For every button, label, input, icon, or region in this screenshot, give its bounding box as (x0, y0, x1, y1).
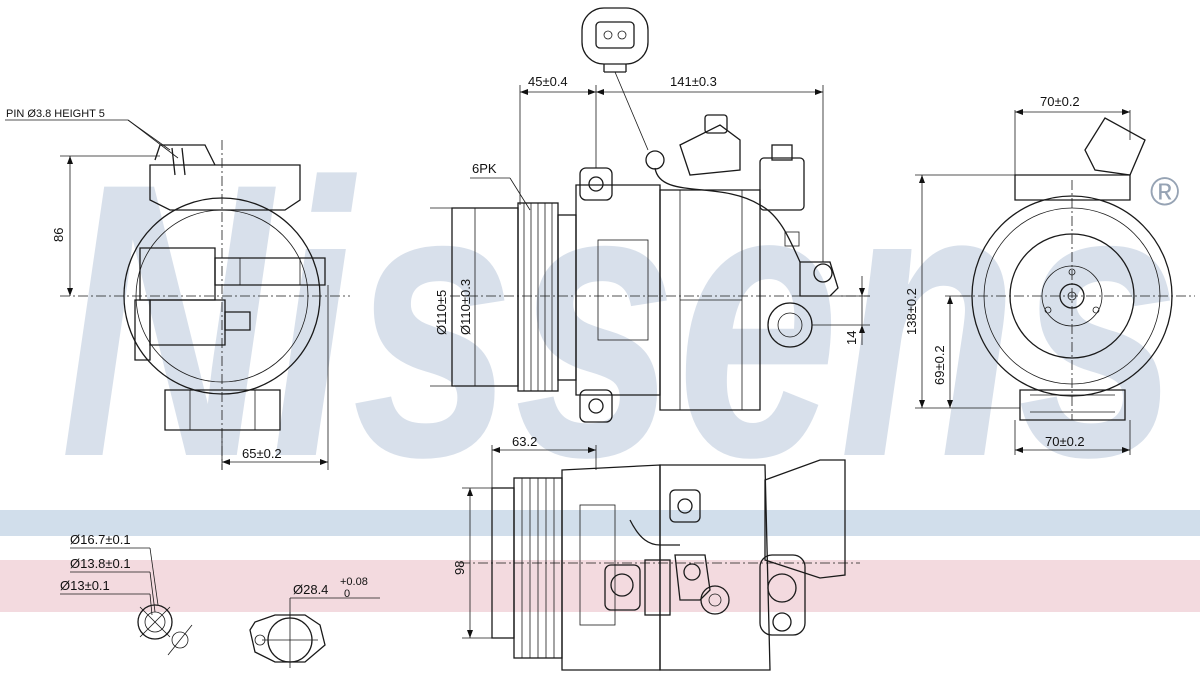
belt-type-label: 6PK (472, 161, 497, 176)
watermark-band-pink (0, 560, 1200, 612)
pin-note: PIN Ø3.8 HEIGHT 5 (6, 108, 105, 120)
watermark-logo: Nissens (60, 102, 1180, 538)
dim-height-86: 86 (51, 228, 66, 242)
bottom-view: 63.2 98 (452, 434, 860, 671)
dim-bottom-width-70: 70±0.2 (1045, 434, 1085, 449)
dim-port-d2: Ø13.8±0.1 (70, 556, 131, 571)
dim-pulley-dia: Ø110±0.3 (458, 279, 473, 335)
watermark: Nissens ® (0, 102, 1200, 612)
dim-lower-height: 69±0.2 (932, 345, 947, 385)
connector-plug (581, 7, 649, 151)
dim-pulley-outer: Ø110±5 (434, 290, 449, 335)
dim-port-d3: Ø13±0.1 (60, 578, 110, 593)
dim-connector-offset: 45±0.4 (528, 74, 568, 89)
port-detail-small: Ø16.7±0.1 Ø13.8±0.1 Ø13±0.1 (60, 532, 193, 656)
dim-port-d4: Ø28.4 (293, 582, 328, 597)
registered-mark: ® (1150, 170, 1179, 214)
dim-body-length: 141±0.3 (670, 74, 717, 89)
center-front-view: 45±0.4 141±0.3 6PK Ø110±5 Ø110±0.3 14 (430, 74, 870, 423)
dim-port-d1: Ø16.7±0.1 (70, 532, 131, 547)
dim-bottom-offset: 63.2 (512, 434, 537, 449)
watermark-band-blue (0, 510, 1200, 536)
dim-top-width-70: 70±0.2 (1040, 94, 1080, 109)
left-side-view: PIN Ø3.8 HEIGHT 5 86 65±0.2 (5, 108, 350, 470)
dim-width-65: 65±0.2 (242, 446, 282, 461)
dim-total-height: 138±0.2 (904, 288, 919, 335)
dim-offset-14: 14 (844, 331, 859, 345)
port-detail-large: Ø28.4 +0.08 0 (249, 576, 380, 668)
dim-port-d4-tol-lower: 0 (344, 588, 350, 600)
right-rear-view: 70±0.2 138±0.2 69±0.2 70±0.2 (904, 94, 1195, 455)
dim-bottom-height: 98 (452, 561, 467, 575)
dim-port-d4-tol-upper: +0.08 (340, 576, 368, 588)
